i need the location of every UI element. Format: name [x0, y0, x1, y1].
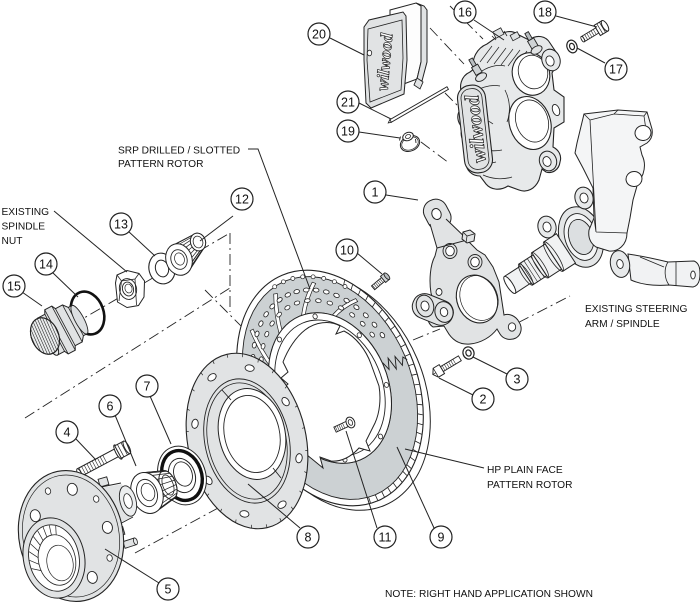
svg-text:HP PLAIN FACE: HP PLAIN FACE	[487, 465, 563, 476]
svg-text:7: 7	[144, 380, 151, 394]
svg-text:1: 1	[372, 186, 379, 200]
svg-text:8: 8	[305, 531, 312, 545]
svg-text:9: 9	[438, 531, 445, 545]
svg-text:5: 5	[165, 583, 172, 597]
svg-text:17: 17	[609, 63, 623, 77]
svg-text:14: 14	[39, 258, 53, 272]
svg-text:SRP DRILLED / SLOTTED: SRP DRILLED / SLOTTED	[118, 146, 240, 157]
svg-text:NOTE: RIGHT HAND APPLICATION S: NOTE: RIGHT HAND APPLICATION SHOWN	[385, 589, 593, 600]
svg-text:10: 10	[340, 244, 354, 258]
svg-text:EXISTING STEERING: EXISTING STEERING	[585, 304, 688, 315]
svg-text:21: 21	[341, 96, 355, 110]
svg-text:3: 3	[514, 373, 521, 387]
svg-text:20: 20	[312, 28, 326, 42]
svg-text:NUT: NUT	[2, 236, 23, 247]
svg-text:PATTERN ROTOR: PATTERN ROTOR	[118, 159, 203, 170]
svg-text:19: 19	[341, 125, 355, 139]
svg-text:ARM / SPINDLE: ARM / SPINDLE	[585, 319, 660, 330]
svg-text:18: 18	[538, 6, 552, 20]
svg-text:2: 2	[480, 393, 487, 407]
svg-text:6: 6	[107, 400, 114, 414]
svg-text:16: 16	[458, 6, 472, 20]
svg-text:PATTERN ROTOR: PATTERN ROTOR	[487, 480, 572, 491]
svg-text:15: 15	[7, 280, 21, 294]
svg-text:11: 11	[379, 531, 392, 545]
svg-text:SPINDLE: SPINDLE	[2, 222, 46, 233]
svg-text:12: 12	[235, 193, 249, 207]
svg-text:EXISTING: EXISTING	[2, 207, 50, 218]
svg-text:13: 13	[114, 218, 128, 232]
svg-text:4: 4	[64, 426, 71, 440]
